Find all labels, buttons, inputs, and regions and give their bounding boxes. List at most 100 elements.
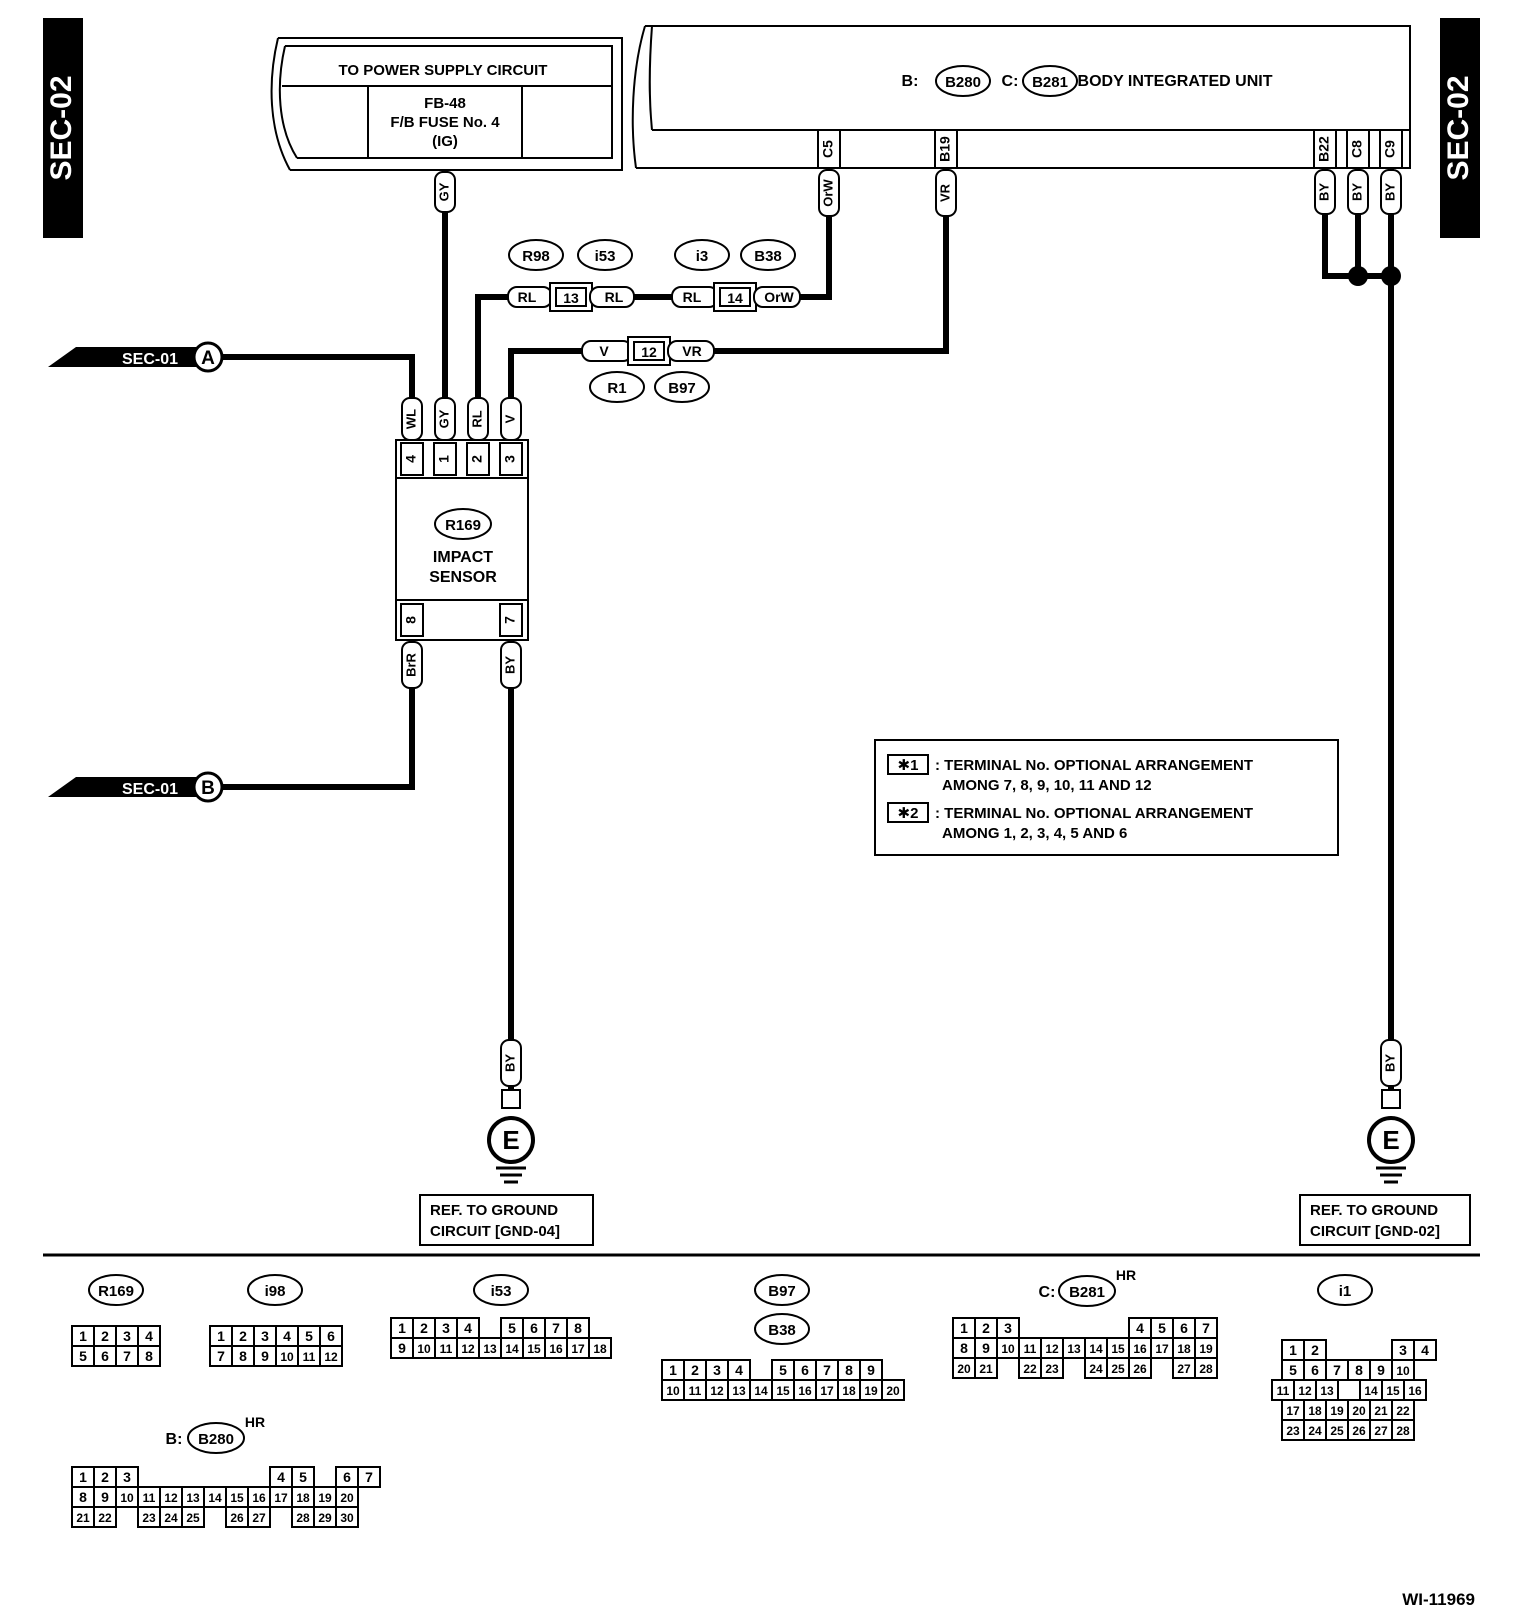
- cavity-label-i53: 5: [508, 1320, 516, 1336]
- cavity-label-b280: 14: [208, 1491, 222, 1505]
- wires: [215, 168, 1401, 1100]
- cavity-label-b281: 12: [1045, 1342, 1059, 1356]
- power-supply-title: TO POWER SUPPLY CIRCUIT: [339, 62, 548, 79]
- ground-left: E REF. TO GROUND CIRCUIT [GND-04]: [419, 1089, 594, 1246]
- cavity-label-i1: 28: [1396, 1424, 1410, 1438]
- connector-id-i3: i3: [696, 248, 709, 265]
- cavity-label-i1: 27: [1374, 1424, 1388, 1438]
- cavity-label-i98: 11: [303, 1350, 316, 1364]
- body-unit-pins: C5 B19 B22 C8 C9: [817, 129, 1403, 169]
- cavity-label-b97: 16: [798, 1384, 812, 1398]
- cavity-label-i1: 6: [1311, 1362, 1319, 1378]
- cavity-label-b280: 15: [230, 1491, 244, 1505]
- sensor-pin-3: 3: [502, 455, 518, 463]
- cavity-b280: [93, 1506, 117, 1528]
- legend-text-1-line-2: AMONG 7, 8, 9, 10, 11 AND 12: [942, 777, 1152, 794]
- sec01-ref-b-label: SEC-01: [122, 781, 178, 798]
- cavity-label-r169: 3: [123, 1328, 131, 1344]
- cavity-label-i98: 4: [283, 1328, 291, 1344]
- cavity-label-i1: 19: [1330, 1404, 1344, 1418]
- cavity-label-b97: 4: [735, 1362, 743, 1378]
- wire-color-tags: GY OrW VR BY BY BY WL GY RL V BrR BY BY …: [401, 169, 1402, 1087]
- wire-tag-orw: OrW: [820, 179, 835, 207]
- cavity-label-b280: 11: [143, 1491, 156, 1505]
- wire-tag-rl-c13-left: RL: [518, 289, 537, 305]
- legend-mark-1: ✱1: [898, 757, 919, 774]
- cavity-label-i98: 9: [261, 1348, 269, 1364]
- wire-tag-rl-c14: RL: [683, 289, 702, 305]
- face-i98-id: i98: [265, 1283, 286, 1300]
- cavity-label-b281: 16: [1133, 1342, 1147, 1356]
- cavity-label-i98: 2: [239, 1328, 247, 1344]
- sensor-pin-2: 2: [469, 455, 485, 463]
- sec01-ref-b: SEC-01 B: [48, 771, 224, 803]
- cavity-label-i1: 13: [1320, 1384, 1334, 1398]
- wire-tag-by-sensor: BY: [502, 656, 517, 674]
- cavity-label-i1: 12: [1298, 1384, 1312, 1398]
- cavity-label-r169: 5: [79, 1348, 87, 1364]
- pin-label-b19: B19: [937, 136, 953, 162]
- cavity-label-b280: 6: [343, 1469, 351, 1485]
- cavity-label-b281: 10: [1001, 1342, 1015, 1356]
- cavity-label-b97: 18: [842, 1384, 856, 1398]
- sensor-name-line-2: SENSOR: [429, 569, 497, 586]
- cavity-label-b97: 20: [886, 1384, 900, 1398]
- cavity-label-b280: 3: [123, 1469, 131, 1485]
- sec01-ref-a-label: SEC-01: [122, 351, 178, 368]
- face-b281-prefix: C:: [1039, 1284, 1056, 1301]
- wire-tag-vr-c12: VR: [682, 343, 701, 359]
- cavity-label-i98: 5: [305, 1328, 313, 1344]
- wire-tag-gy-sensor: GY: [436, 409, 451, 428]
- cavity-label-b97: 8: [845, 1362, 853, 1378]
- cavity-label-i1: 21: [1374, 1404, 1388, 1418]
- face-b97-id: B97: [768, 1283, 796, 1300]
- figure-id: WI-11969: [1402, 1590, 1475, 1609]
- wire-tag-by-c8: BY: [1349, 183, 1364, 201]
- cavity-b281: [974, 1357, 998, 1379]
- cavity-label-b97: 9: [867, 1362, 875, 1378]
- cavity-label-b280: 30: [340, 1511, 354, 1525]
- ground-left-line-1: REF. TO GROUND: [430, 1202, 558, 1219]
- inline-pin-12: 12: [641, 344, 657, 360]
- cavity-label-b97: 19: [864, 1384, 878, 1398]
- pin-label-c8: C8: [1349, 140, 1365, 158]
- connector-id-i53: i53: [595, 248, 616, 265]
- sensor-pin-4: 4: [403, 455, 419, 463]
- cavity-label-b281: 13: [1067, 1342, 1081, 1356]
- fuse-line-2: F/B FUSE No. 4: [390, 114, 500, 131]
- cavity-label-b280: 2: [101, 1469, 109, 1485]
- body-integrated-unit: B: B280 C: B281 BODY INTEGRATED UNIT: [631, 25, 1411, 169]
- body-unit-name: BODY INTEGRATED UNIT: [1078, 73, 1273, 90]
- cavity-label-b280: 10: [120, 1491, 134, 1505]
- face-i53-id: i53: [491, 1283, 512, 1300]
- impact-sensor: 4 1 2 3 8 7 R169 IMPACT SENSOR: [395, 439, 529, 641]
- cavity-label-b281: 1: [960, 1320, 968, 1336]
- face-b281-id: B281: [1069, 1284, 1105, 1301]
- cavity-label-b280: 25: [186, 1511, 200, 1525]
- cavity-label-b280: 17: [274, 1491, 288, 1505]
- face-b280-id: B280: [198, 1431, 234, 1448]
- cavity-label-r169: 8: [145, 1348, 153, 1364]
- wire-tag-brr: BrR: [403, 652, 418, 676]
- right-section-tab: SEC-02: [1440, 18, 1480, 238]
- cavity-label-i53: 1: [398, 1320, 406, 1336]
- cavity-label-b281: 14: [1089, 1342, 1103, 1356]
- cavity-label-b281: 24: [1089, 1362, 1103, 1376]
- face-b281-tag: HR: [1116, 1267, 1136, 1283]
- cavity-label-i1: 11: [1277, 1384, 1290, 1398]
- wire-tag-rl-c13-right: RL: [605, 289, 624, 305]
- cavity-label-b280: 23: [142, 1511, 156, 1525]
- face-b280-tag: HR: [245, 1414, 265, 1430]
- wire-tag-by-c9: BY: [1382, 183, 1397, 201]
- cavity-label-i53: 10: [417, 1342, 431, 1356]
- cavity-label-b280: 20: [340, 1491, 354, 1505]
- right-section-tab-label: SEC-02: [1442, 75, 1475, 180]
- wire-tag-v-c12: V: [599, 343, 609, 359]
- cavity-label-i1: 2: [1311, 1342, 1319, 1358]
- legend-box: ✱1 : TERMINAL No. OPTIONAL ARRANGEMENT A…: [874, 739, 1339, 856]
